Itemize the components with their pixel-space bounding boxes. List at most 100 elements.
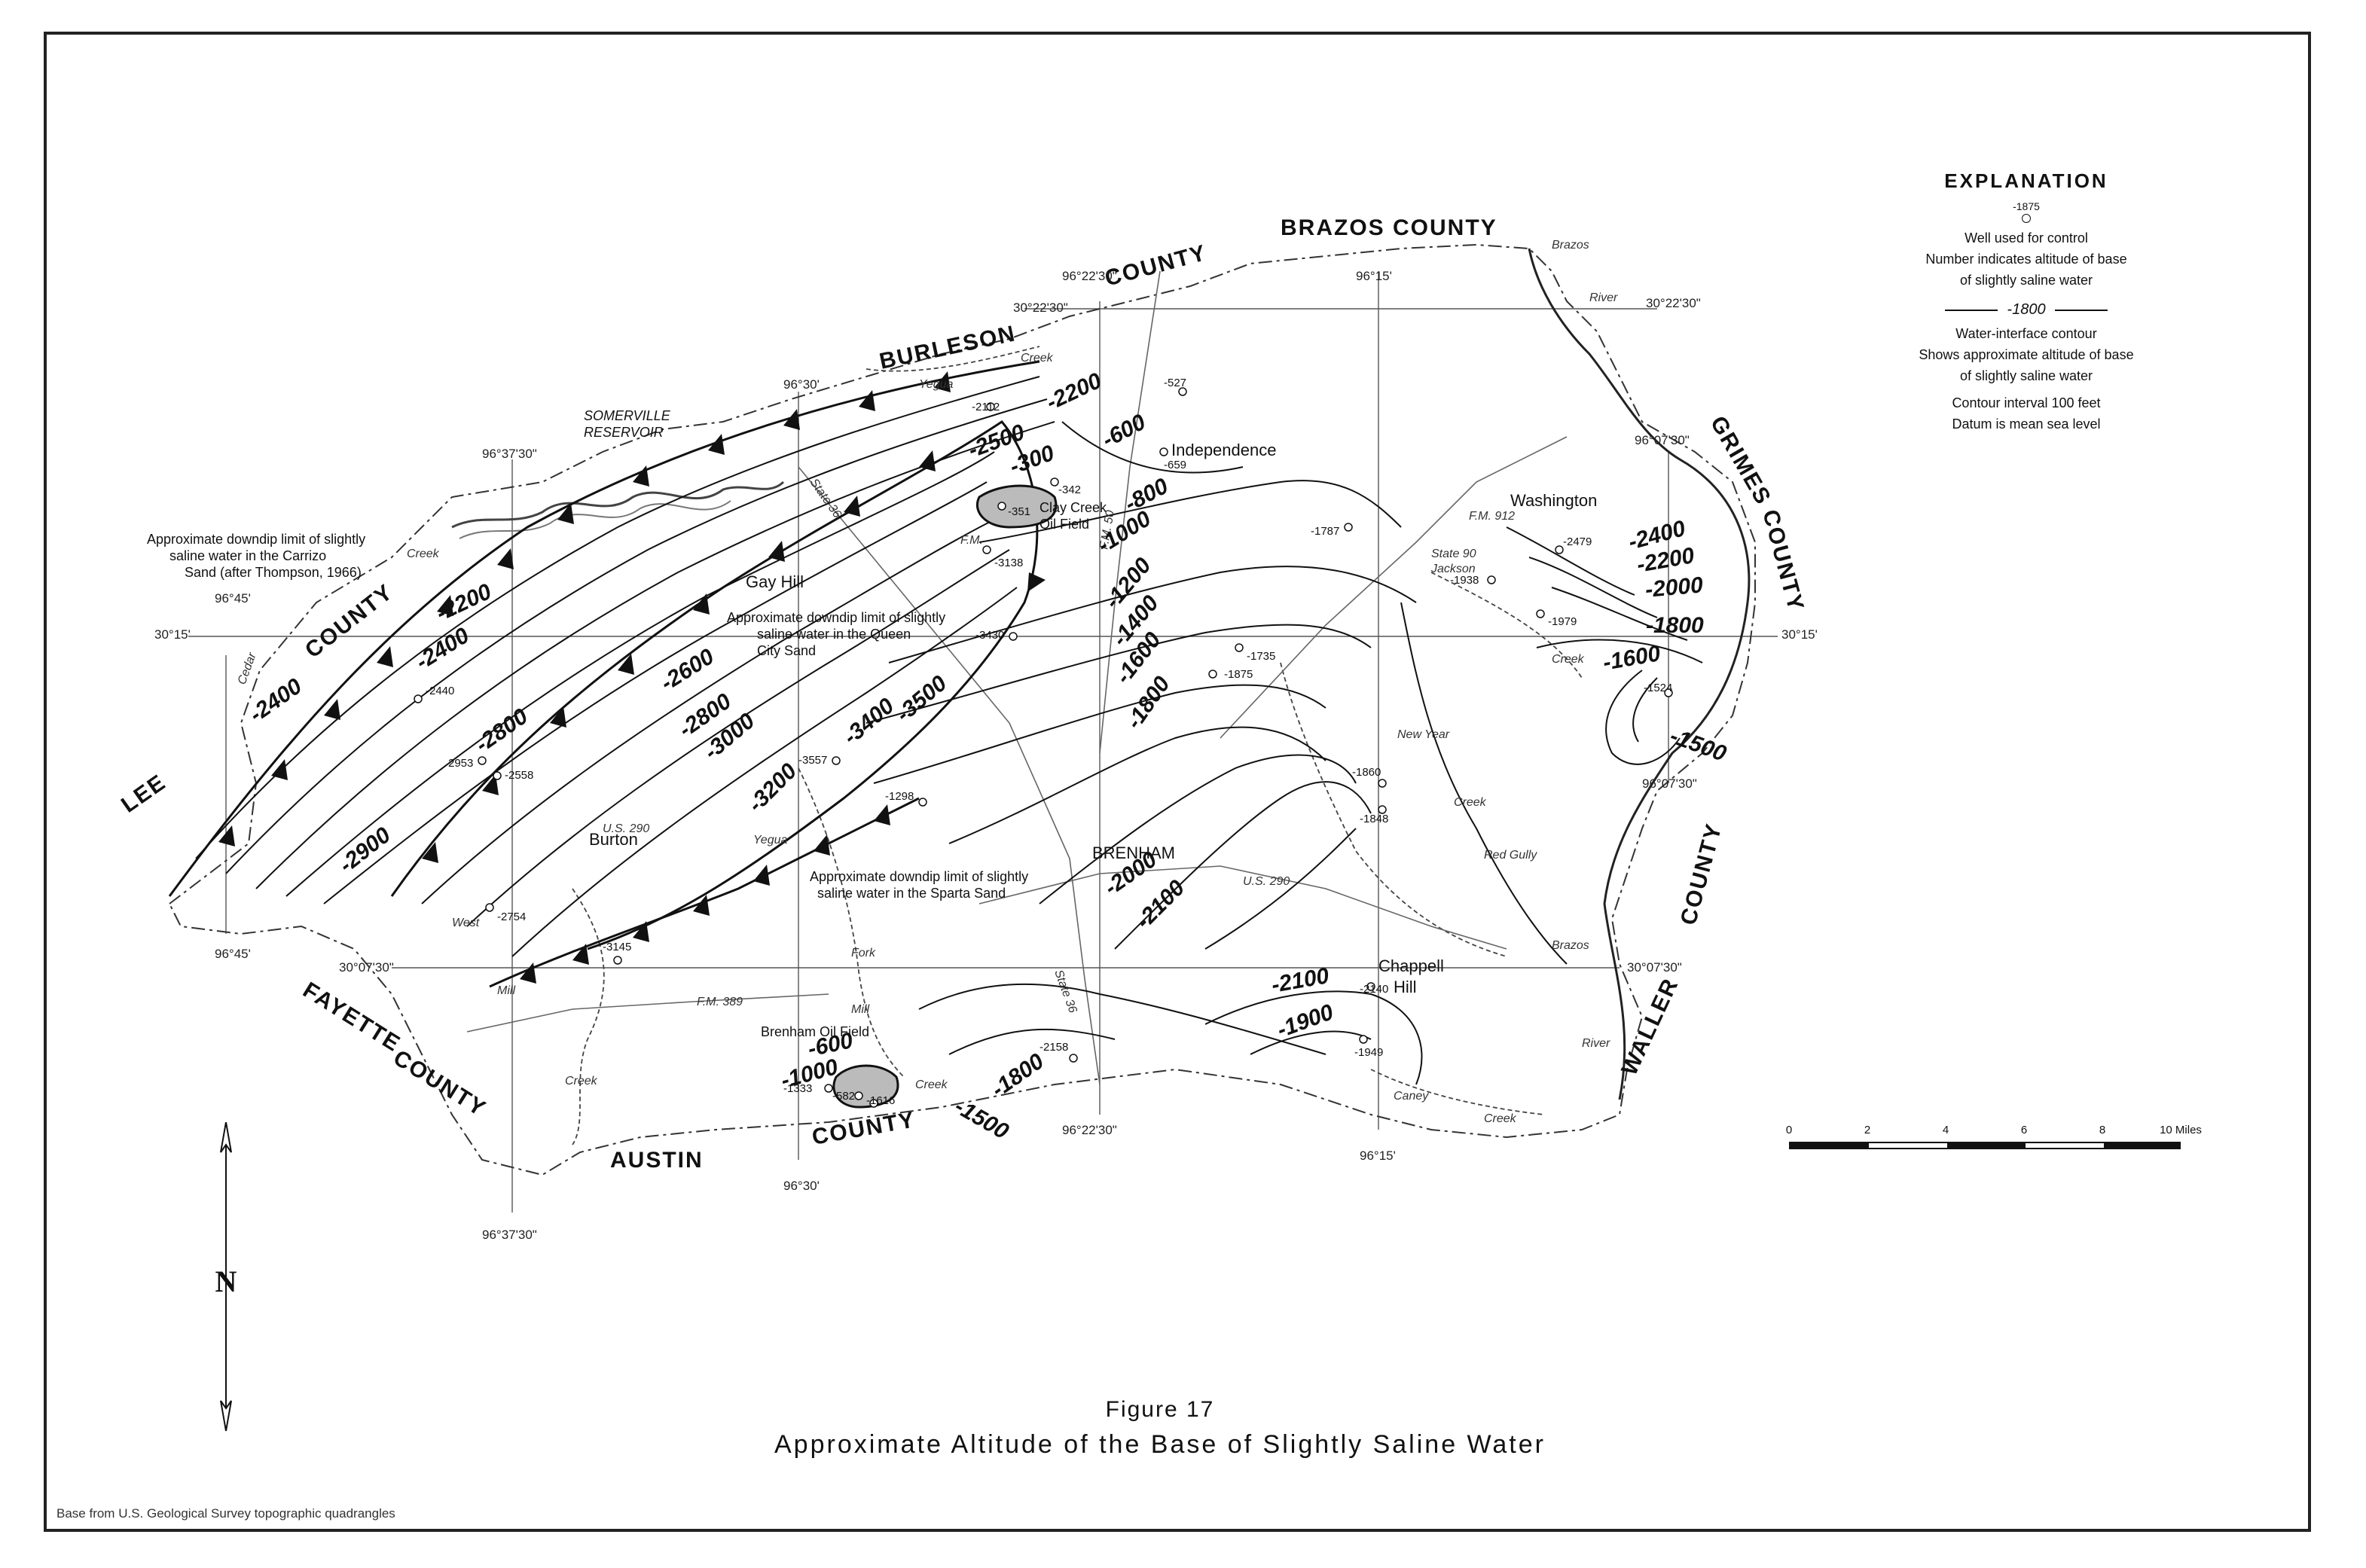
road-label: State 36 — [1052, 969, 1079, 1015]
river-label: Caney — [1394, 1090, 1429, 1103]
legend-contour-line — [2054, 309, 2108, 311]
jackson-creek — [1430, 572, 1583, 679]
coord-label: 96°37'30" — [482, 447, 537, 461]
contour-label: -3200 — [743, 758, 802, 817]
river-label: River — [1589, 291, 1618, 304]
graticule — [188, 271, 1778, 1213]
county-label-lee: LEE — [117, 770, 171, 818]
well-label: -2558 — [505, 769, 533, 782]
river-label: West — [452, 917, 480, 929]
new-year-creek — [1280, 662, 1507, 957]
coord-label: 30°07'30" — [1627, 960, 1682, 975]
river-label: Creek — [1021, 352, 1054, 365]
scale-tick-label: 6 — [2020, 1124, 2028, 1136]
road-label: U.S. 290 — [603, 822, 649, 835]
contour-label: -3400 — [838, 694, 899, 750]
well-label: -582 — [832, 1090, 855, 1103]
coord-label: 96°30' — [783, 1179, 820, 1193]
reservoir-shore-inner — [459, 500, 731, 539]
river-label: Fork — [851, 947, 876, 959]
well-label: -1979 — [1548, 615, 1577, 628]
county-label-grimes: GRIMES — [1705, 412, 1776, 509]
coord-label: 30°07'30" — [339, 960, 394, 975]
county-label-lee-county: COUNTY — [301, 579, 398, 663]
county-labels: BRAZOS COUNTY BURLESON COUNTY LEE COUNTY… — [117, 215, 1809, 1173]
place-burton: Burton — [589, 830, 638, 849]
legend-well-desc-1: Number indicates altitude of base — [1925, 252, 2127, 267]
well-label: -1848 — [1360, 813, 1388, 825]
road-label: State 90 — [1431, 548, 1476, 560]
carrizo-note-line: Approximate downdip limit of slightly — [147, 532, 365, 547]
well-label: -1938 — [1450, 574, 1479, 587]
coord-label: 30°15' — [154, 627, 191, 642]
well-label: -1298 — [885, 790, 914, 803]
scale-ticks: 0 2 4 6 8 10 Miles — [1785, 1124, 2202, 1142]
contour-label: -2400 — [245, 674, 307, 728]
well-label: -1787 — [1311, 525, 1339, 538]
well-label: -527 — [1164, 377, 1186, 389]
queen-city-note-line: saline water in the Queen — [757, 627, 911, 642]
well-label: -1860 — [1352, 766, 1381, 779]
well-label: 2953 — [448, 757, 473, 770]
river-label: Creek — [565, 1075, 598, 1088]
queen-city-limit — [390, 420, 1046, 950]
east-yegua-creek — [798, 767, 905, 1078]
map-frame — [44, 32, 2311, 1532]
yegua-creek-north — [865, 346, 1040, 372]
queen-city-note-line: City Sand — [757, 643, 816, 658]
contour-label: -1600 — [1601, 641, 1662, 676]
river-label: Creek — [1484, 1112, 1517, 1125]
contour-label: -2600 — [656, 644, 719, 696]
well-label: -2158 — [1040, 1041, 1068, 1054]
well-label: -2440 — [426, 685, 454, 697]
clay-creek-oil-field — [976, 484, 1058, 529]
state-90 — [1220, 436, 1568, 739]
creeks — [572, 346, 1583, 1145]
well-label: -3430 — [975, 629, 1004, 642]
legend-interval: Contour interval 100 feet — [1952, 395, 2101, 410]
well-label: -1333 — [783, 1082, 812, 1095]
coord-label: 96°15' — [1356, 269, 1392, 283]
well-label: -1735 — [1247, 650, 1275, 663]
carrizo-note-line: Sand (after Thompson, 1966) — [185, 565, 362, 580]
scale-tick-label: 10 Miles — [2160, 1124, 2202, 1136]
county-label-burleson: BURLESON — [878, 321, 1018, 374]
north-arrow-icon: N — [215, 1122, 237, 1432]
river-label: Mill — [851, 1003, 869, 1016]
place-gay-hill: Gay Hill — [746, 572, 804, 591]
county-label-fayette-county: COUNTY — [389, 1045, 490, 1121]
contour-lines — [195, 376, 1703, 1085]
sparta-note-line: Approximate downdip limit of slightly — [810, 869, 1028, 884]
contour-label: -1500 — [951, 1094, 1013, 1144]
contour-label: -1800 — [1646, 613, 1704, 638]
well-label: -1949 — [1354, 1046, 1383, 1059]
place-brenham: BRENHAM — [1092, 843, 1175, 862]
legend: EXPLANATION -1875 Well used for control … — [1868, 169, 2184, 435]
road-label: State 36 — [807, 477, 844, 521]
well-label: -2112 — [972, 401, 1000, 413]
well-label: -351 — [1008, 505, 1030, 518]
legend-contour-desc-1: Shows approximate altitude of base — [1919, 347, 2134, 362]
river-label: Creek — [1552, 653, 1585, 666]
scale-tick-label: 2 — [1864, 1124, 1871, 1136]
legend-well-caption: Well used for control — [1965, 230, 2088, 246]
contour-label: -2200 — [432, 579, 496, 626]
place-chappell: Chappell — [1378, 956, 1444, 975]
well-label: -1875 — [1224, 668, 1253, 681]
river-label: Creek — [915, 1078, 948, 1091]
figure-number: Figure 17 — [1105, 1397, 1215, 1422]
river-label: Creek — [407, 548, 440, 560]
well-label: -3557 — [798, 754, 827, 767]
well-label: -2140 — [1360, 983, 1388, 996]
place-clay-creek-oil-field: Oil Field — [1040, 517, 1089, 532]
coord-label: 96°22'30" — [1062, 1123, 1117, 1137]
county-label-fayette: FAYETTE — [298, 978, 405, 1057]
county-label-grimes-county: COUNTY — [1757, 507, 1809, 614]
road-label: F.M. 389 — [697, 996, 743, 1008]
roads — [466, 270, 1568, 1085]
scale-tick-label: 0 — [1785, 1124, 1793, 1136]
river-label: New Year — [1397, 728, 1450, 741]
fm-50 — [1099, 270, 1161, 754]
legend-contour-line — [1945, 309, 1998, 311]
road-label: U.S. 290 — [1243, 875, 1290, 888]
